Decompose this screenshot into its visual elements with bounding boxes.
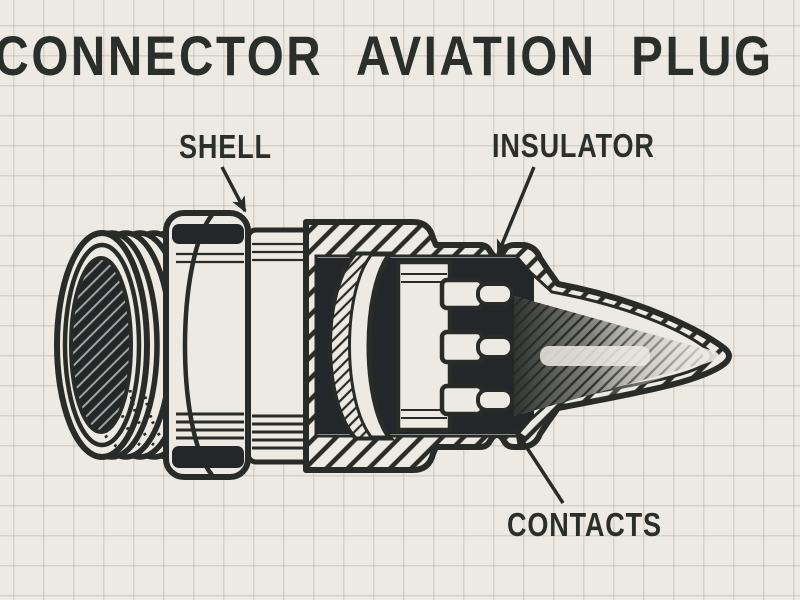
part-label-shell: SHELL (179, 128, 272, 165)
plug-tip-cone (514, 296, 719, 416)
diagram-title: CONNECTOR AVIATION PLUG (0, 24, 774, 87)
contacts-arrow (514, 429, 565, 504)
part-label-insulator: INSULATOR (492, 127, 655, 164)
insulator-arrow (496, 166, 536, 256)
contact-pins (439, 277, 514, 417)
insulator-ring (328, 251, 396, 441)
part-label-contacts: CONTACTS (507, 506, 662, 543)
shell-collar (163, 210, 251, 480)
shell-arrow (220, 166, 247, 213)
